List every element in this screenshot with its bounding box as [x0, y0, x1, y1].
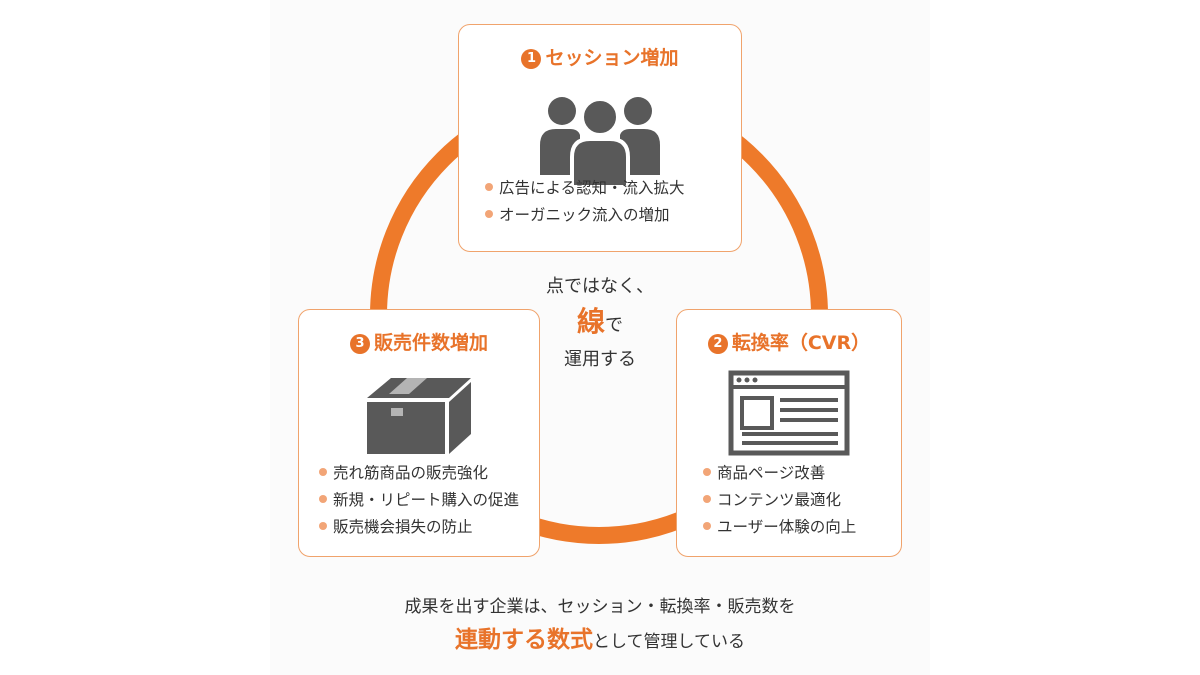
bullet-text: ユーザー体験の向上: [717, 518, 857, 536]
footer-line-1: 成果を出す企業は、セッション・転換率・販売数を: [404, 597, 796, 617]
session-bullet-list: 広告による認知・流入拡大 オーガニック流入の増加: [485, 175, 685, 229]
center-emphasis-suffix: で: [605, 315, 623, 336]
list-item: 新規・リピート購入の促進: [319, 487, 519, 514]
bullet-dot: [319, 495, 327, 503]
sales-title-text: 販売件数増加: [373, 332, 488, 354]
bullet-dot: [703, 522, 711, 530]
cardboard-box-icon: [367, 378, 471, 454]
list-item: コンテンツ最適化: [703, 487, 856, 514]
bullet-dot: [703, 468, 711, 476]
cvr-title-text: 転換率（CVR）: [731, 332, 871, 354]
center-message: 点ではなく、 線で 運用する: [520, 272, 680, 374]
list-item: 販売機会損失の防止: [319, 514, 519, 541]
bullet-text: 販売機会損失の防止: [333, 518, 473, 536]
list-item: ユーザー体験の向上: [703, 514, 856, 541]
bullet-text: 売れ筋商品の販売強化: [333, 464, 489, 482]
people-group-icon: [540, 97, 660, 187]
list-item: 商品ページ改善: [703, 460, 856, 487]
center-emphasis: 線: [576, 305, 605, 338]
footer-rest: として管理している: [593, 632, 745, 652]
bullet-text: 広告による認知・流入拡大: [499, 179, 685, 197]
center-line-1: 点ではなく、: [546, 276, 654, 297]
number-badge-3: 3: [349, 334, 370, 354]
cvr-bullet-list: 商品ページ改善 コンテンツ最適化 ユーザー体験の向上: [703, 460, 856, 541]
number-badge-1: 1: [521, 49, 542, 69]
browser-window-icon: [728, 370, 850, 456]
bullet-dot: [319, 468, 327, 476]
bullet-dot: [485, 210, 493, 218]
number-badge-2: 2: [707, 334, 728, 354]
sales-bullet-list: 売れ筋商品の販売強化 新規・リピート購入の促進 販売機会損失の防止: [319, 460, 519, 541]
center-line-2: 線で: [520, 302, 680, 346]
list-item: 売れ筋商品の販売強化: [319, 460, 519, 487]
center-line-3: 運用する: [564, 349, 636, 370]
bullet-text: 商品ページ改善: [717, 464, 826, 482]
list-item: 広告による認知・流入拡大: [485, 175, 685, 202]
bullet-dot: [485, 183, 493, 191]
bullet-dot: [319, 522, 327, 530]
footer-highlight: 連動する数式: [455, 627, 593, 653]
bullet-text: オーガニック流入の増加: [499, 206, 670, 224]
footer-line-2: 連動する数式として管理している: [0, 620, 1200, 654]
bullet-text: コンテンツ最適化: [717, 491, 842, 509]
list-item: オーガニック流入の増加: [485, 202, 685, 229]
bullet-dot: [703, 495, 711, 503]
bullet-text: 新規・リピート購入の促進: [333, 491, 520, 509]
session-title-text: セッション増加: [545, 47, 679, 69]
